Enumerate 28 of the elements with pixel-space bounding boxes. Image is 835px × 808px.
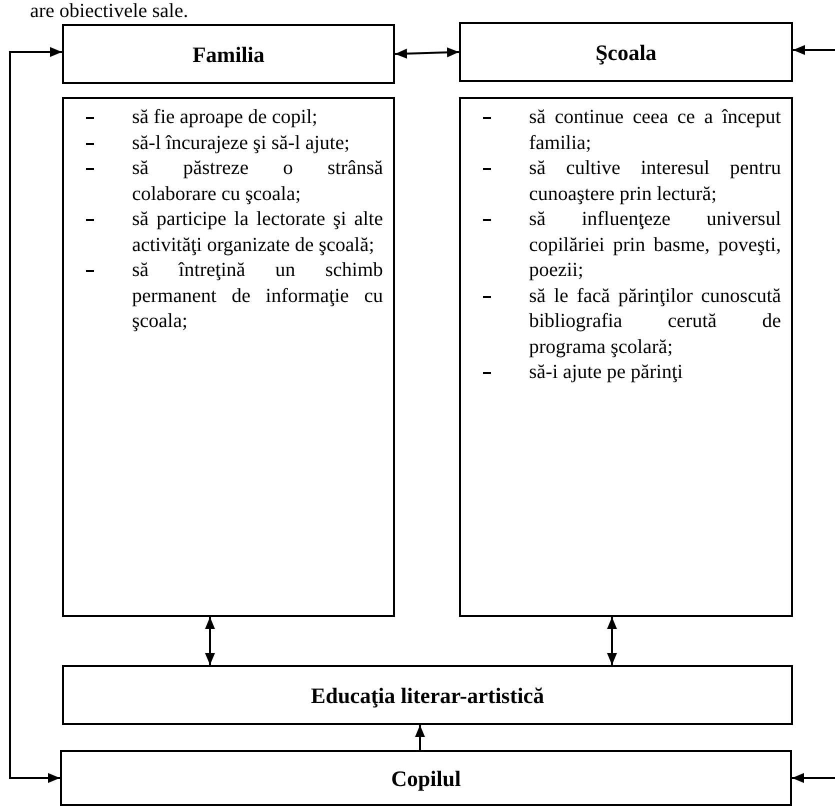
arrow	[607, 617, 617, 665]
objectives-box	[62, 97, 395, 617]
objective-text: să continue ceea ce a început familia;	[529, 105, 781, 156]
objective-text: să păstreze o strânsă colaborare cu şcoala;	[132, 156, 383, 206]
title-box	[62, 665, 793, 725]
objective-text: să întreţină un schimb permanent de informaţie cu şcoala;	[132, 258, 383, 334]
intro-text: are obiectivele sale.	[30, 0, 188, 22]
arrow	[415, 725, 425, 750]
box-title: Şcoala	[595, 38, 657, 66]
objective-text: să participe la lectorate şi alte activităţi organizate de şcoală;	[132, 207, 383, 258]
arrow	[792, 773, 835, 783]
objective-text: să le facă părinţilor cunoscută bibliografia cerută de programa şcolară;	[529, 284, 781, 360]
box-title: Educaţia literar-artistică	[310, 682, 544, 710]
box-title: Familia	[192, 40, 265, 68]
title-box	[459, 22, 793, 82]
objective-text: să fie aproape de copil;	[132, 105, 318, 130]
objective-text: să-l încurajeze şi să-l ajute;	[132, 130, 351, 156]
objectives-box	[459, 97, 793, 617]
objective-text: să cultive interesul pentru cunoaştere prin lectură;	[529, 156, 781, 206]
title-box	[62, 24, 395, 84]
arrow	[205, 617, 215, 665]
objective-text: să influenţeze universul copilăriei prin basme, poveşti, poezii;	[529, 207, 781, 283]
arrow	[9, 47, 62, 783]
box-title: Copilul	[391, 764, 461, 793]
arrow	[394, 47, 460, 59]
objective-text: să-i ajute pe părinţi	[529, 360, 684, 385]
title-box	[60, 750, 792, 806]
arrow	[793, 45, 835, 55]
